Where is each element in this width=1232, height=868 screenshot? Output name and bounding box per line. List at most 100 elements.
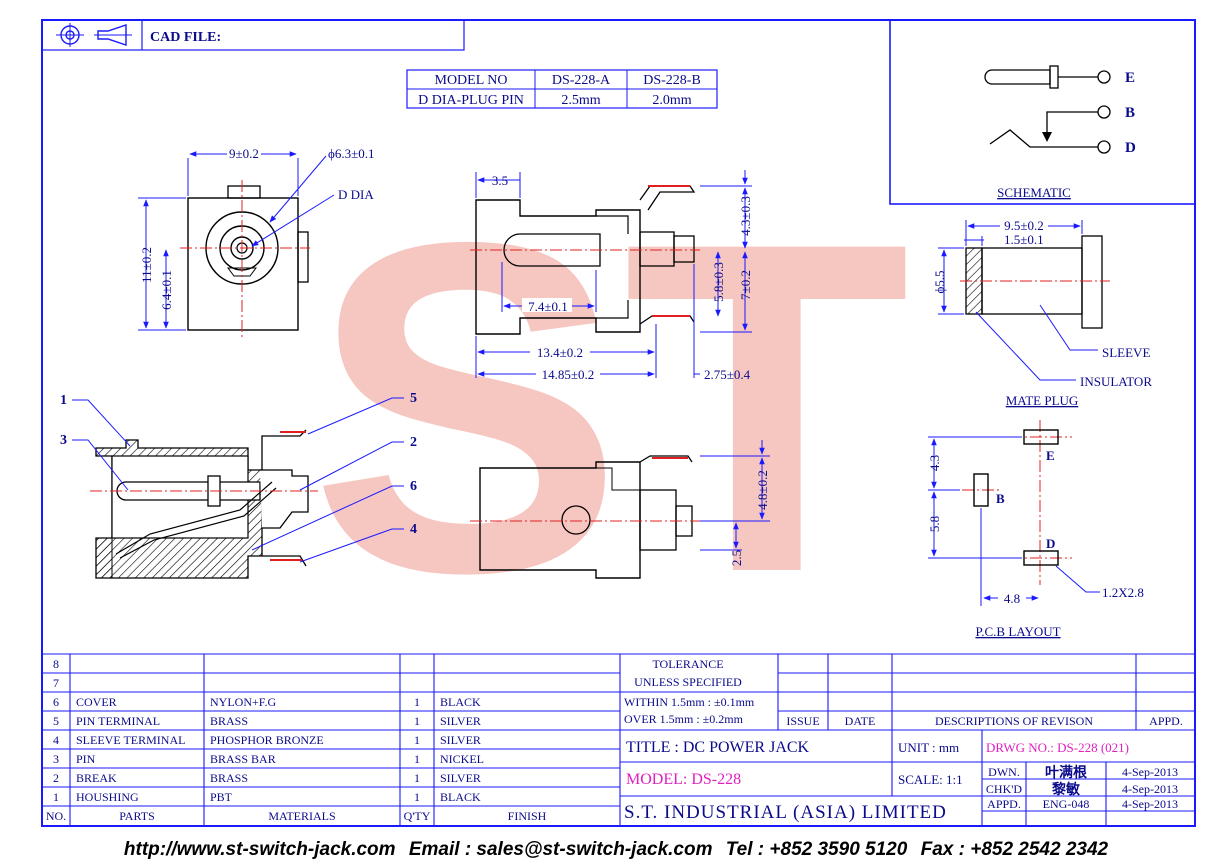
- appd-label: APPD.: [987, 797, 1021, 811]
- tolerance-line-3: WITHIN 1.5mm : ±0.1mm: [624, 695, 755, 709]
- callout-1: 1: [60, 393, 67, 408]
- plug-pin-b: 2.0mm: [652, 93, 691, 108]
- bom-header-qty: Q'TY: [404, 809, 431, 823]
- bom-row-7-no: 7: [53, 676, 59, 690]
- bom-row-1-no: 1: [53, 790, 59, 804]
- bom-row-1-material: PBT: [210, 790, 233, 804]
- side-dim-134: 13.4±0.2: [537, 345, 583, 360]
- title-text: TITLE : DC POWER JACK: [626, 739, 810, 756]
- bom-row-8-no: 8: [53, 657, 59, 671]
- bom-row-3-qty: 1: [414, 752, 420, 766]
- bom-row-4-finish: SILVER: [440, 733, 481, 747]
- bom-row-5-material: BRASS: [210, 714, 248, 728]
- plug-pin-label: D DIA-PLUG PIN: [418, 93, 524, 108]
- pcb-label-e: E: [1046, 448, 1055, 463]
- dwn-name: 叶满根: [1045, 764, 1088, 781]
- callout-2: 2: [410, 435, 417, 450]
- bom-row-4-material: PHOSPHOR BRONZE: [210, 733, 324, 747]
- bom-row-6-finish: BLACK: [440, 695, 481, 709]
- schematic-b: B: [1125, 105, 1135, 121]
- bom-row-4-part: SLEEVE TERMINAL: [76, 733, 185, 747]
- mate-plug-title: MATE PLUG: [1006, 393, 1079, 408]
- svg-text:ST: ST: [310, 145, 911, 670]
- footer-tel: Tel : +852 3590 5120: [725, 839, 908, 860]
- bom-row-5-part: PIN TERMINAL: [76, 714, 160, 728]
- model-text: MODEL: DS-228: [626, 771, 741, 788]
- bom-row-3-material: BRASS BAR: [210, 752, 276, 766]
- bom-header-materials: MATERIALS: [268, 809, 335, 823]
- bom-table: [42, 653, 1195, 826]
- plug-pin-a: 2.5mm: [561, 93, 600, 108]
- side-dim-1485: 14.85±0.2: [542, 367, 595, 382]
- dwn-date: 4-Sep-2013: [1122, 765, 1178, 779]
- chk-label: CHK'D: [986, 782, 1022, 796]
- bom-row-1-qty: 1: [414, 790, 420, 804]
- cad-header: CAD FILE:: [41, 19, 465, 51]
- side-dim-43: 4.3±0.3: [738, 196, 753, 236]
- pcb-label-b: B: [996, 491, 1005, 506]
- plug-sleeve: SLEEVE: [1102, 345, 1150, 360]
- dwn-label: DWN.: [988, 765, 1020, 779]
- bom-row-5-qty: 1: [414, 714, 420, 728]
- plug-dim-95: 9.5±0.2: [1004, 218, 1044, 233]
- schematic: E B D SCHEMATIC: [889, 19, 1196, 205]
- bom-header-finish: FINISH: [508, 809, 547, 823]
- bom-rows: 8 7 6 COVER NYLON+F.G 1 BLACK 5 PIN TERM…: [46, 657, 547, 823]
- callout-5: 5: [410, 391, 417, 406]
- callout-3: 3: [60, 433, 67, 448]
- bottom-dim-48: 4.8±0.2: [755, 470, 770, 510]
- chk-name: 黎敏: [1052, 781, 1081, 798]
- schematic-e: E: [1125, 70, 1135, 86]
- tolerance-line-1: TOLERANCE: [652, 657, 723, 671]
- model-table: MODEL NO DS-228-A DS-228-B D DIA-PLUG PI…: [406, 69, 718, 109]
- st-watermark: ST: [310, 145, 911, 670]
- appd-name: ENG-048: [1043, 797, 1090, 811]
- model-no-label: MODEL NO: [435, 73, 508, 88]
- contact-footer: http://www.st-switch-jack.com Email : sa…: [0, 832, 1232, 868]
- company-name: S.T. INDUSTRIAL (ASIA) LIMITED: [624, 802, 947, 823]
- footer-email[interactable]: Email : sales@st-switch-jack.com: [408, 839, 713, 860]
- bottom-view: 4.8±0.2 2.5: [470, 440, 770, 579]
- pcb-dim-58: 5.8: [927, 516, 942, 532]
- mate-plug: 9.5±0.2 1.5±0.1 ϕ5.5 SLEEVE INSULATOR MA…: [932, 218, 1152, 408]
- plug-dim-55: ϕ5.5: [932, 270, 947, 293]
- plug-dim-15: 1.5±0.1: [1004, 232, 1044, 247]
- rev-date: DATE: [845, 714, 876, 728]
- plug-insulator: INSULATOR: [1080, 374, 1152, 389]
- chk-date: 4-Sep-2013: [1122, 782, 1178, 796]
- title-block: TITLE : DC POWER JACK UNIT : mm DRWG NO.…: [624, 739, 1178, 823]
- side-dim-58: 5.8±0.3: [711, 262, 726, 302]
- model-a: DS-228-A: [552, 73, 611, 88]
- pcb-dim-43: 4.3: [927, 455, 942, 471]
- bom-row-3-part: PIN: [76, 752, 96, 766]
- front-dim-height: 11±0.2: [139, 247, 154, 283]
- bom-row-1-finish: BLACK: [440, 790, 481, 804]
- bom-row-4-no: 4: [53, 733, 59, 747]
- bom-row-1-part: HOUSHING: [76, 790, 139, 804]
- section-view: 1 3 5 2 6 4: [60, 391, 417, 579]
- side-dim-74: 7.4±0.1: [528, 299, 568, 314]
- callout-4: 4: [410, 522, 417, 537]
- unit-text: UNIT : mm: [898, 740, 959, 755]
- bom-row-3-no: 3: [53, 752, 59, 766]
- bom-row-3-finish: NICKEL: [440, 752, 484, 766]
- side-view: 3.5 4.3±0.3 7±0.2 5.8±0.3 7.4±0.1 13.4±0…: [470, 170, 753, 382]
- front-dim-dia: ϕ6.3±0.1: [328, 146, 374, 161]
- bom-row-6-part: COVER: [76, 695, 117, 709]
- rev-desc: DESCRIPTIONS OF REVISON: [935, 714, 1093, 728]
- bom-header-parts: PARTS: [119, 809, 155, 823]
- schematic-title: SCHEMATIC: [997, 185, 1071, 200]
- bom-row-2-material: BRASS: [210, 771, 248, 785]
- pcb-label-d: D: [1046, 536, 1055, 551]
- tolerance-line-2: UNLESS SPECIFIED: [634, 675, 742, 689]
- bom-row-6-no: 6: [53, 695, 59, 709]
- bom-row-2-qty: 1: [414, 771, 420, 785]
- pcb-layout: E B D 4.3 5.8 4.8 1.2X2.8 P.C.B LAYOUT: [927, 420, 1144, 639]
- bom-row-4-qty: 1: [414, 733, 420, 747]
- bom-row-5-no: 5: [53, 714, 59, 728]
- footer-url[interactable]: http://www.st-switch-jack.com: [123, 839, 396, 860]
- front-view: 9±0.2 ϕ6.3±0.1 D DIA 11±0.2 6.4±0.1: [138, 145, 374, 340]
- callout-6: 6: [410, 479, 417, 494]
- bom-row-6-qty: 1: [414, 695, 420, 709]
